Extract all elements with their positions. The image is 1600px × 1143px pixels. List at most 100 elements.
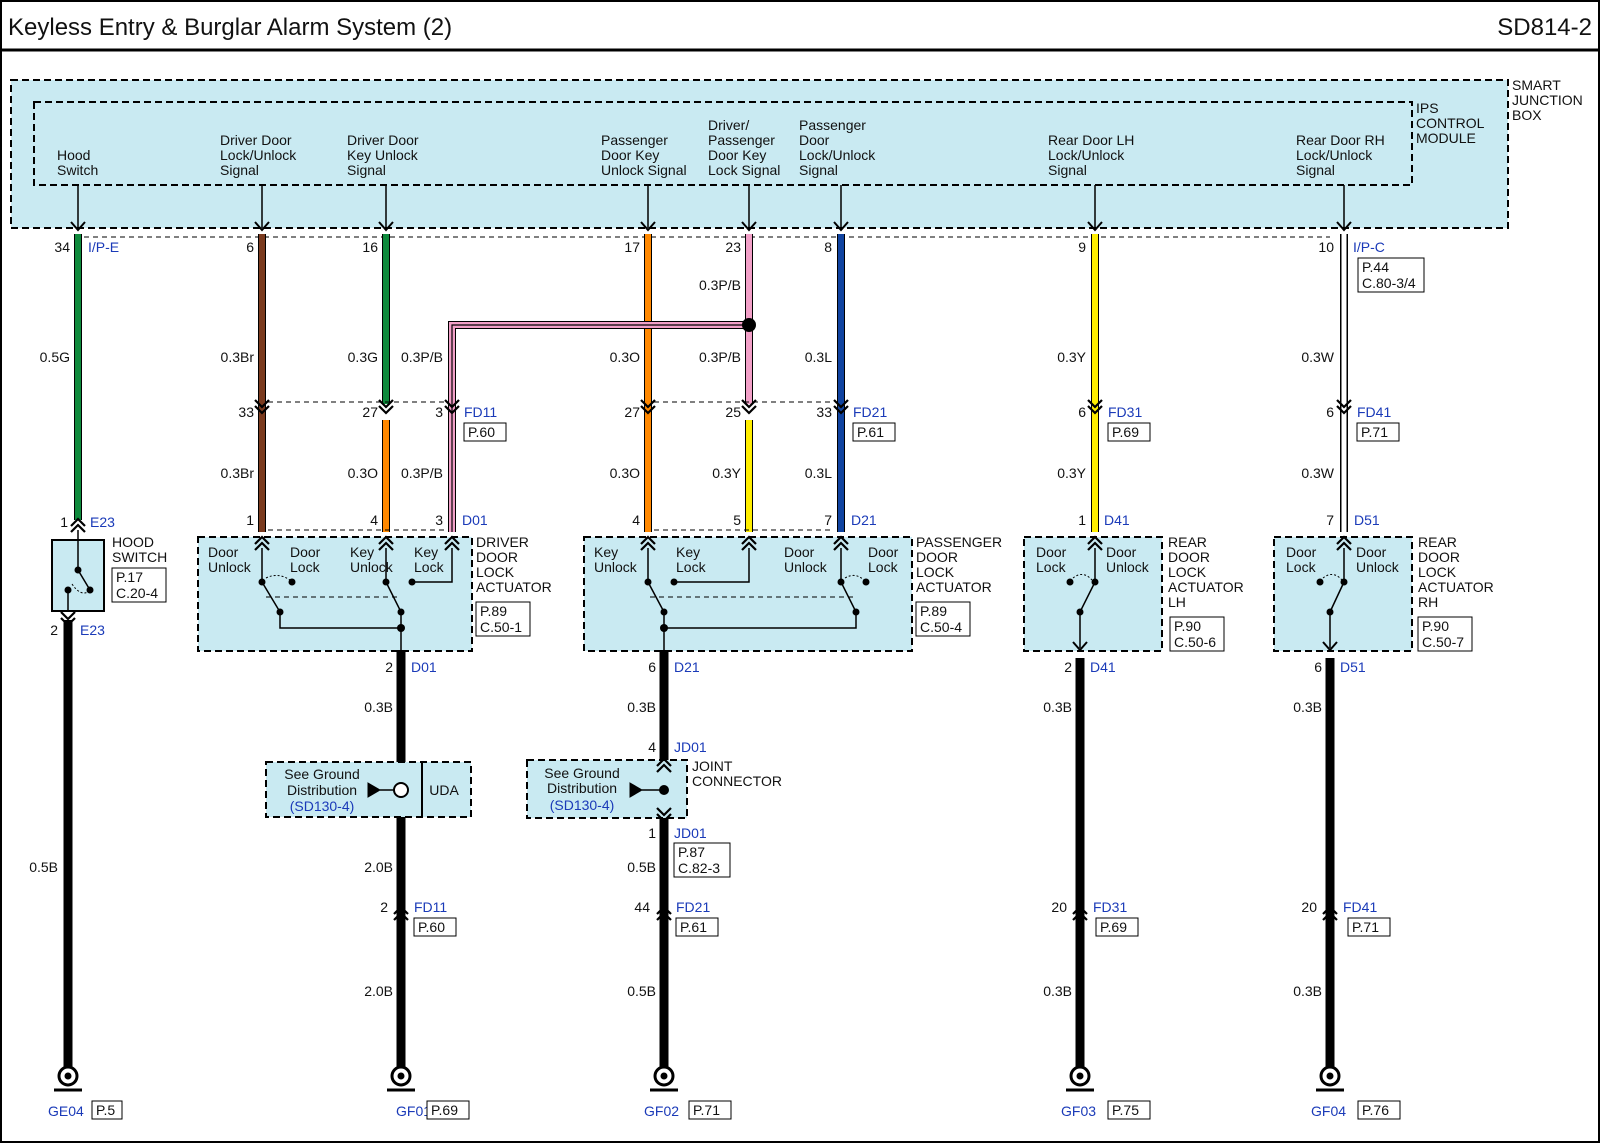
connector-chevron-fd-4 (741, 405, 757, 415)
pin-6: 6 (246, 239, 254, 255)
hood-switch-contact (86, 586, 94, 594)
connector-jd01: JD01 (674, 739, 707, 755)
signal-label-s5-line: Lock Signal (708, 162, 780, 178)
ref-fd31-b-box (1095, 917, 1139, 937)
signal-arrow-drvKey (378, 221, 394, 232)
joint-connector-label-line: JOINT (692, 758, 733, 774)
connector-ip-c: I/P-C (1353, 239, 1385, 255)
ref-driver-actuator-box (475, 601, 531, 637)
connector-chevron-fd11-2-inner (393, 911, 409, 921)
ref-rear-lh-actuator-line1: P.90 (1174, 618, 1201, 634)
signal-arrow-pasKey (640, 221, 656, 232)
signal-label-s3-line: Signal (347, 162, 386, 178)
wire-spec-20b-b: 2.0B (364, 983, 393, 999)
passenger-key-unlock-label-line: Unlock (594, 559, 638, 575)
ground-1-splice (393, 782, 409, 798)
signal-label-s5-line: Door Key (708, 147, 766, 163)
pin-d01-3: 3 (435, 512, 443, 528)
ground-distribution-2-label-line: See Ground (544, 765, 620, 781)
driver-key-lock-label-line: Lock (414, 559, 445, 575)
pin-10: 10 (1318, 239, 1334, 255)
pin-fd11-27: 27 (362, 404, 378, 420)
wire-spec-05g: 0.5G (40, 349, 70, 365)
connector-chevron-e23-1-inner (70, 523, 86, 533)
connector-chevron-fd11-2 (393, 905, 409, 915)
ground-distribution-1-ref: (SD130-4) (290, 798, 355, 814)
signal-label-s7-line: Lock/Unlock (1048, 147, 1125, 163)
pin-fd21-27: 27 (624, 404, 640, 420)
drv-lock-spring (265, 574, 291, 581)
wire-spec-03l-a: 0.3L (805, 349, 832, 365)
connector-chevron-d51-7-inner (1336, 541, 1352, 551)
connector-chevron-d51-7 (1336, 535, 1352, 545)
wire-spec-03w-b: 0.3W (1301, 465, 1334, 481)
signal-label-s6-line: Signal (799, 162, 838, 178)
signal-arrow-rrh (1336, 221, 1352, 232)
ref-ground-ge04-box (91, 1100, 123, 1120)
passenger-door-unlock-label-line: Unlock (784, 559, 828, 575)
rlh-switch-arm (1079, 581, 1096, 613)
wire-spec-03b-e: 0.3B (1043, 983, 1072, 999)
connector-fd21-b: FD21 (676, 899, 710, 915)
wire-spec-03w-a: 0.3W (1301, 349, 1334, 365)
drv-lock-fixed (288, 578, 296, 586)
ref-fd11: P.60 (468, 424, 495, 440)
rear-rh-actuator-label-line: REAR (1418, 534, 1457, 550)
ref-fd31-b: P.69 (1100, 919, 1127, 935)
connector-fd31-b: FD31 (1093, 899, 1127, 915)
connector-chevron-d21-2-inner (833, 541, 849, 551)
rrh-out-arrow (1322, 641, 1338, 652)
ref-fd21-b-box (675, 917, 719, 937)
ground-label-gf04: GF04 (1311, 1103, 1346, 1119)
wire-spec-03y-c: 0.3Y (1057, 465, 1086, 481)
pin-fd11-33: 33 (238, 404, 254, 420)
connector-jd01-b: JD01 (674, 825, 707, 841)
pin-d01-4: 4 (370, 512, 378, 528)
connector-d21-b: D21 (674, 659, 700, 675)
wire-spec-03pb-c: 0.3P/B (699, 349, 741, 365)
ref-fd31-box (1107, 422, 1151, 442)
connector-chevron-d01-0-inner (254, 541, 270, 551)
connector-d51: D51 (1354, 512, 1380, 528)
smart-junction-box-label-line: SMART (1512, 77, 1561, 93)
passenger-key-unlock-label-line: Key (594, 544, 618, 560)
pin-d51-7: 7 (1326, 512, 1334, 528)
passenger-actuator-label-line: LOCK (916, 564, 955, 580)
ref-ground-gf03: P.75 (1112, 1102, 1139, 1118)
passenger-door-lock-label-line: Door (868, 544, 899, 560)
rear-lh-actuator-box (1023, 536, 1163, 652)
ref-fd31: P.69 (1112, 424, 1139, 440)
wire-spec-05b-c: 0.5B (627, 983, 656, 999)
ref-passenger-actuator-line1: P.89 (920, 603, 947, 619)
ground-distribution-2-ref: (SD130-4) (550, 797, 615, 813)
rear-lh-door-unlock-label-line: Unlock (1106, 559, 1150, 575)
ref-hood-switch-box (111, 567, 167, 603)
ref-rear-lh-actuator-line2: C.50-6 (1174, 634, 1216, 650)
connector-chevron-d41-1 (1087, 535, 1103, 545)
ground-distribution-1-label-line: See Ground (284, 766, 360, 782)
pin-d21-6: 6 (648, 659, 656, 675)
signal-label-s7-line: Rear Door LH (1048, 132, 1134, 148)
passenger-key-lock-label-line: Key (676, 544, 700, 560)
connector-chevron-fd-5-inner (833, 399, 849, 409)
connector-chevron-d21-2 (833, 535, 849, 545)
rear-rh-actuator-label-line: DOOR (1418, 549, 1460, 565)
ref-fd41-box (1356, 422, 1400, 442)
wire-spec-03b-d: 0.3B (1293, 699, 1322, 715)
rear-lh-actuator-label-line: ACTUATOR (1168, 579, 1244, 595)
pas-lock-spring (844, 574, 865, 581)
wire-spec-03br-b: 0.3Br (221, 465, 255, 481)
pin-d21-5: 5 (733, 512, 741, 528)
rear-rh-door-unlock-label-line: Unlock (1356, 559, 1400, 575)
page-title: Keyless Entry & Burglar Alarm System (2) (8, 14, 452, 41)
